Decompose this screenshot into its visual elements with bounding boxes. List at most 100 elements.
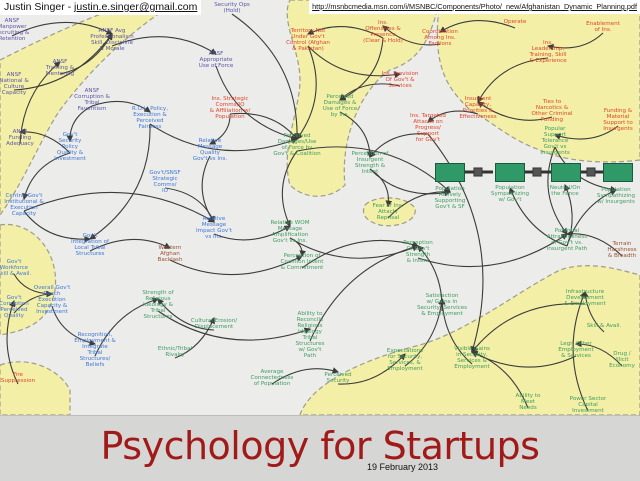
- node-attract: Potential Attractiveness of Gov't vs. In…: [546, 228, 588, 252]
- node-expect: Expectations for Security, Services, & E…: [386, 348, 424, 372]
- stock-population-active: [435, 163, 465, 182]
- edge-perc_ins-to-fear: [369, 168, 393, 208]
- node-meet: Ability to Meet Needs: [515, 393, 541, 411]
- causal-loop-diagram: [0, 0, 640, 415]
- node-fear: Fear of Ins. Attack/ Reprisal: [372, 203, 404, 221]
- edge-ansf_prof-to-ansf_force: [111, 36, 217, 55]
- flow-valve-icon: [473, 167, 483, 177]
- node-drug: Drug / Illicit Economy: [609, 351, 635, 369]
- node-religion: Strength of Religious Ideology & Tribal …: [142, 290, 174, 320]
- title-band: Psychology for Startups 19 February 2013: [0, 415, 640, 481]
- edge-funding-to-tolerance: [553, 125, 619, 140]
- edge-tolerance-to-attract: [547, 146, 568, 235]
- edge-reconcile-to-perc_gov: [309, 244, 420, 342]
- node-wom: Relative WOM Message Amplification Gov't…: [270, 220, 310, 244]
- node-ansf-corr: ANSF Corruption & Tribal Favoritism: [74, 88, 110, 112]
- node-skill: Skill & Avail.: [586, 323, 622, 329]
- edge-rol-to-gov_integ: [89, 123, 151, 240]
- edge-fire-to-gov_corr: [6, 299, 19, 385]
- node-ethnic: Ethnic/Tribal Rivalry: [157, 346, 193, 358]
- edge-rol-to-perc_dmg_gov: [149, 123, 299, 152]
- flow-valve-icon: [586, 167, 596, 177]
- region-left-band: [0, 0, 182, 217]
- node-culture: Cultural Erosion/ Displacement: [190, 318, 238, 330]
- edge-ins_off-to-territory: [307, 25, 384, 39]
- edge-central-to-rel_msg_i: [23, 191, 215, 223]
- node-secops: Security Ops (Hold): [214, 2, 250, 14]
- node-operate: Operate: [503, 19, 527, 25]
- edge-gov_sec-to-ansf_fund: [18, 128, 71, 154]
- node-gov-integ: Gov't Integration of Local Tribal Struct…: [71, 233, 109, 257]
- edge-gov_integ-to-backlash: [89, 238, 171, 252]
- edge-perc_dmg_gov-to-pop_active: [296, 146, 451, 193]
- edge-religion-to-reconcile: [157, 310, 312, 341]
- edge-backlash-to-perc_coal: [169, 255, 303, 276]
- node-ins-attack: Ins. Targeted Attacks on Progress/ Suppo…: [410, 113, 446, 143]
- node-gov-comm: Gov't/SNSF Strategic Comms/ IO: [149, 170, 181, 194]
- author-credit: Justin Singer - justin.e.singer@gmail.co…: [0, 0, 202, 15]
- edge-operate-to-coord: [439, 20, 516, 33]
- slide-date: 19 February 2013: [367, 462, 439, 472]
- edge-perc_gov-to-attract: [417, 233, 568, 268]
- node-ansf-man: ANSF Manpower Recruiting & Retention: [0, 18, 30, 42]
- edge-fear-to-pop_active: [387, 188, 452, 219]
- node-legit: Legit Other Employment & Services: [558, 341, 594, 359]
- edge-recog-to-religion: [94, 297, 160, 357]
- edge-secops-to-perc_dmg_gov: [231, 13, 301, 141]
- node-central: Central Gov't Institutional & Execution …: [4, 193, 44, 217]
- edge-connect-to-perc_sec: [271, 367, 340, 385]
- node-neutral: Neutral/On the Fence: [549, 185, 581, 197]
- source-url-link[interactable]: http://msnbcmedia.msn.com/i/MSNBC/Compon…: [309, 0, 640, 14]
- edge-perc_dmg_gov-to-wom: [281, 150, 298, 227]
- node-ansf-nat: ANSF National & Culture Capacity: [0, 72, 29, 96]
- edge-visible-to-satisf: [438, 297, 473, 365]
- edge-narco-to-ins_cap: [477, 101, 553, 121]
- stock-population-sympathizing-gov: [495, 163, 525, 182]
- node-ansf-fund: ANSF Funding Adequacy: [6, 129, 34, 147]
- edge-rel_msg_i-to-wom: [213, 225, 291, 241]
- node-funding: Funding & Material Support to Insurgents: [603, 108, 633, 132]
- region-left-lower: [0, 223, 57, 336]
- node-backlash: Western Afghan Backlash: [157, 245, 183, 263]
- node-gov-corr: Gov't Corruption Perceived Quality: [0, 295, 29, 319]
- edge-drug-to-legit: [574, 340, 623, 367]
- node-power: Power Sector Capital Investment: [569, 396, 607, 414]
- node-pop-symp-ins: Population Sympathizing w/ Insurgents: [596, 187, 636, 205]
- edge-ansf_nat-to-ansf_prof: [13, 33, 113, 91]
- node-pop-symp-gov: Population Sympathizing w/ Gov't: [490, 185, 530, 203]
- region-fear: [362, 197, 416, 227]
- node-fire: Fire Suppression: [0, 372, 36, 384]
- slide-title: Psychology for Startups: [100, 424, 540, 468]
- edge-meet-to-visible: [470, 350, 529, 409]
- edge-ansf_man-to-ansf_prof: [11, 21, 113, 37]
- node-ins-prov: Ins. Provision Of Gov't & Services: [381, 71, 419, 89]
- edge-gov_work-to-reach: [13, 273, 54, 298]
- node-ins-cap: Insurgent Capacity, Priorities & Effecti…: [459, 96, 497, 120]
- node-perc-ins: Perception of Insurgent Strength & Inten…: [351, 151, 389, 175]
- edge-attract-to-pop_symp_ins: [566, 189, 618, 247]
- edge-ins_cap-to-ins_attack: [427, 110, 479, 123]
- node-narco: Ties to Narcotics & Other Criminal Fundi…: [531, 99, 573, 123]
- edge-perc_ins-to-pop_active: [369, 168, 452, 197]
- edge-ins_prov-to-perc_dmg_ins: [339, 83, 401, 101]
- node-perc-dmg-ins: Perceived Damages & Use of Force by Ins.: [322, 94, 358, 118]
- author-name: Justin Singer -: [4, 1, 75, 13]
- node-perc-sec: Perceived Security: [324, 372, 352, 384]
- node-reach: Overall Gov't Reach Execution Capacity &…: [33, 285, 71, 315]
- edge-expect-to-satisf: [404, 297, 445, 367]
- edge-skill-to-infra: [582, 290, 605, 333]
- node-ansf-force: ANSF Appropriate Use of Force: [198, 51, 234, 69]
- author-email-link[interactable]: justin.e.singer@gmail.com: [74, 1, 198, 13]
- edge-ins_comm-to-perc_dmg_gov: [229, 112, 298, 140]
- edge-gov_sec-to-central: [22, 152, 71, 201]
- node-perc-gov: Perception Of Gov't Strength & Intent: [403, 240, 433, 264]
- edge-perc_coal-to-perc_gov: [301, 239, 420, 269]
- stock-population-sympathizing-ins: [603, 163, 633, 182]
- edge-wom-to-perc_gov: [289, 237, 420, 259]
- edge-territory-to-perc_dmg_gov: [296, 45, 317, 140]
- node-rol: R.O.L. Policy, Execution & Perceived Fai…: [132, 106, 168, 130]
- edge-ansf_force-to-perc_dmg_gov: [215, 65, 299, 141]
- edge-coord-to-ins_off: [382, 25, 441, 46]
- node-rel-msg-q: Relative Message Quality Gov't vs Ins.: [192, 138, 228, 162]
- node-gov-sec: Gov't Security Policy Quality & Investme…: [54, 132, 86, 162]
